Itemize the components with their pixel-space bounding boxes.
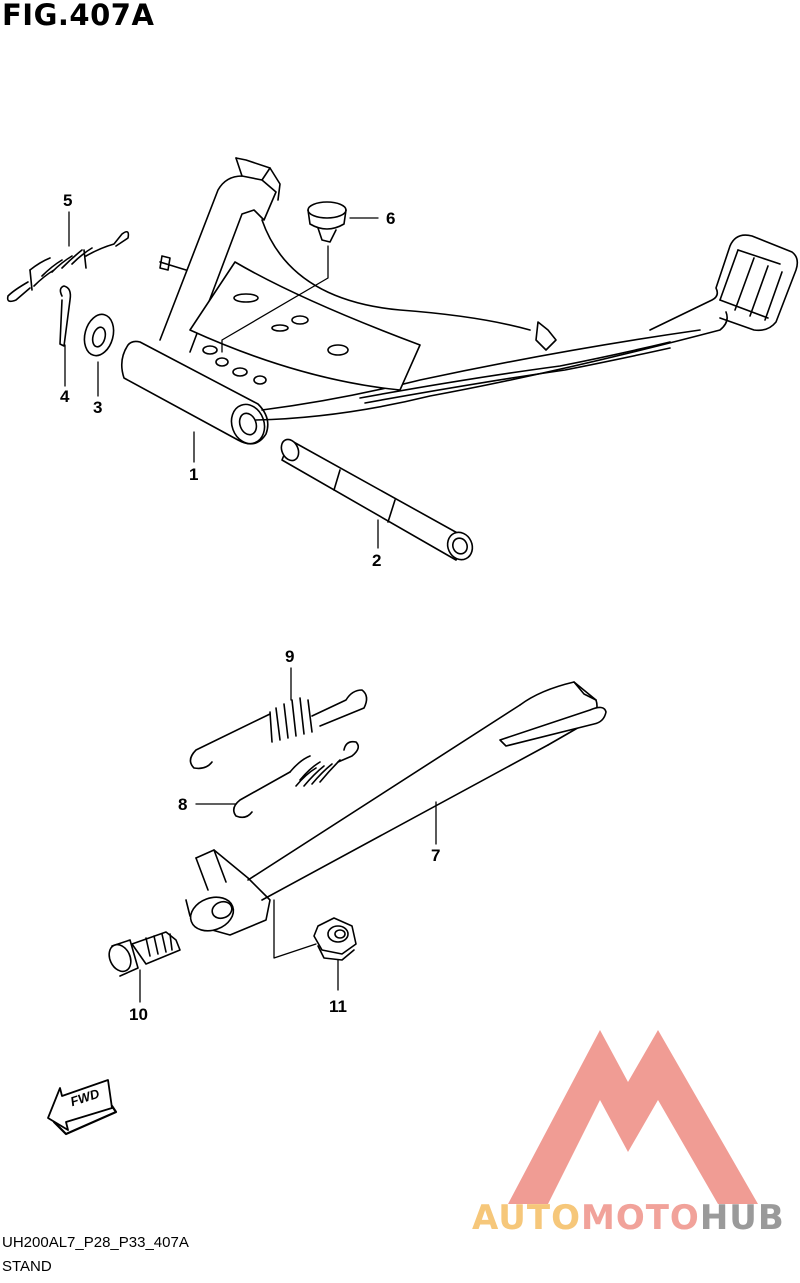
watermark-part-moto: MOTO: [580, 1198, 700, 1238]
callout-10: 10: [129, 1005, 148, 1024]
callout-7: 7: [431, 846, 441, 865]
leader-lines: [64, 211, 437, 1003]
bolt-part-10: [108, 931, 181, 977]
watermark-part-hub: HUB: [699, 1198, 785, 1238]
callout-6: 6: [386, 209, 396, 228]
watermark-text: AUTOMOTOHUB: [472, 1198, 785, 1238]
drawing-code: UH200AL7_P28_P33_407A: [2, 1234, 189, 1251]
leader-shaft: [273, 899, 317, 959]
callout-1: 1: [189, 465, 199, 484]
spring-part-8: [232, 740, 360, 819]
callout-2: 2: [372, 551, 382, 570]
nut-part-11: [313, 917, 357, 961]
side-stand-part-7: [185, 681, 607, 936]
pivot-shaft-part-2: [280, 438, 474, 561]
washer-part-3: [83, 313, 115, 357]
spring-part-9: [189, 689, 368, 770]
watermark-part-auto: AUTO: [472, 1198, 581, 1238]
callout-3: 3: [93, 398, 103, 417]
drawing-name: STAND: [2, 1258, 52, 1275]
callout-4: 4: [60, 387, 70, 406]
cotter-pin-part-4: [59, 285, 72, 347]
forward-arrow-icon: [47, 1079, 118, 1136]
leader-6: [221, 217, 379, 353]
callout-9: 9: [285, 647, 295, 666]
rubber-stopper-part-6: [307, 201, 347, 243]
callout-11: 11: [329, 997, 347, 1016]
main-stand-part-1: [120, 157, 799, 445]
callout-8: 8: [178, 795, 188, 814]
watermark-logo-icon: [508, 1030, 758, 1204]
spring-part-5: [6, 230, 130, 303]
figure-title: FIG.407A: [2, 0, 155, 32]
callout-5: 5: [63, 191, 73, 210]
